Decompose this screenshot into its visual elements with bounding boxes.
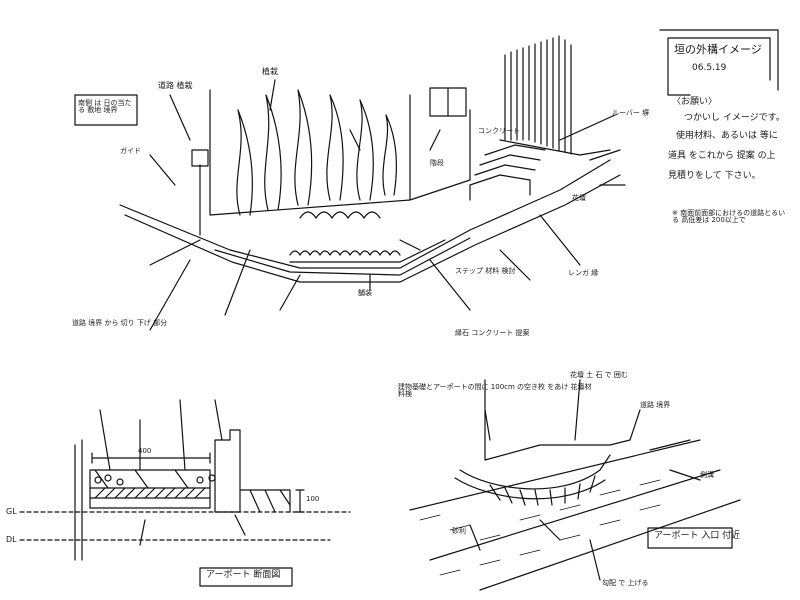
label-boundary: 南側 は 日の当たる 敷地 境界 [78,99,132,114]
label-paving: 舗装 [358,289,372,297]
plan-building [484,379,631,461]
label-slope: 勾配 で 上げる [602,579,649,587]
tree-3 [294,89,313,206]
sketch-title: 垣の外構イメージ [674,43,762,56]
label-concrete: コンクリート [478,127,520,135]
louver-fence [504,35,572,155]
note-line-2: つかいし イメージです。 [684,113,785,123]
plan-title-box [647,527,733,549]
label-guide: ガイド [120,147,141,155]
note-line-1: 〈お願い〉 [672,97,718,107]
label-stairs: 階段 [430,159,444,167]
label-tree: 植栽 [262,67,278,76]
note-line-3: 使用材料、あるいは 等に [676,131,778,141]
section-left-wall [74,439,83,561]
road-edge-line-1 [119,159,611,269]
label-dim-top: 400 [138,447,152,455]
section-title: アーポート 断面図 [206,570,281,580]
shrubs [299,211,381,219]
tree-2 [264,94,282,211]
label-step-tread: ステップ 材料 検討 [455,267,516,275]
tree-1 [236,109,253,216]
label-road-edge: 道路 境界 [640,401,671,409]
road-edge-line-2 [124,174,621,283]
label-fence: ルーバー 塀 [612,109,650,117]
sketch-date: 06.5.19 [692,63,727,73]
label-dl: DL [6,535,17,544]
label-gravel: 砂利 [452,527,466,535]
label-curb-note: 花壇 土 石 で 囲む [570,371,628,379]
label-bed-note: 建物基礎とアーポートの間に 100cm の空き枚 をあけ 花壇材料検 [398,383,592,398]
label-curb: 縁石 コンクリート 提案 [455,329,530,337]
stairs [469,144,546,186]
plan-flowerbed [459,454,611,490]
label-drain: 側溝 [700,471,714,479]
tree-5 [356,99,374,201]
curb-line [214,237,471,276]
building-wall [209,89,471,216]
label-dim-h: 100 [306,495,320,503]
plan-road-band-3 [479,499,741,591]
gravel-fill [94,474,216,486]
tree-6 [382,114,397,196]
label-road-note: 道路 境界 から 切り 下げ 部分 [72,319,168,327]
plan-road-band-1 [409,439,701,511]
section-title-box [199,567,293,587]
note-line-5: 見積りをして 下さい。 [668,171,761,181]
section-right-wall [214,429,241,513]
label-gl: GL [6,507,17,516]
note-sub: ※ 南面前面部におけるの道路とるいる 高低差は 200以上で [672,209,786,224]
label-brick-edge: レンガ 縁 [568,269,599,277]
label-planting-top: 道路 植栽 [158,81,193,90]
section-slab [89,469,211,509]
boundary-note-box [74,94,138,126]
plan-title: アーポート 入口 付近 [654,531,741,541]
planting-bed [289,250,401,256]
tree-4 [326,94,344,201]
note-line-4: 道具 をこれから 提案 の上 [668,151,776,161]
label-flowerbed: 花壇 [572,194,586,202]
